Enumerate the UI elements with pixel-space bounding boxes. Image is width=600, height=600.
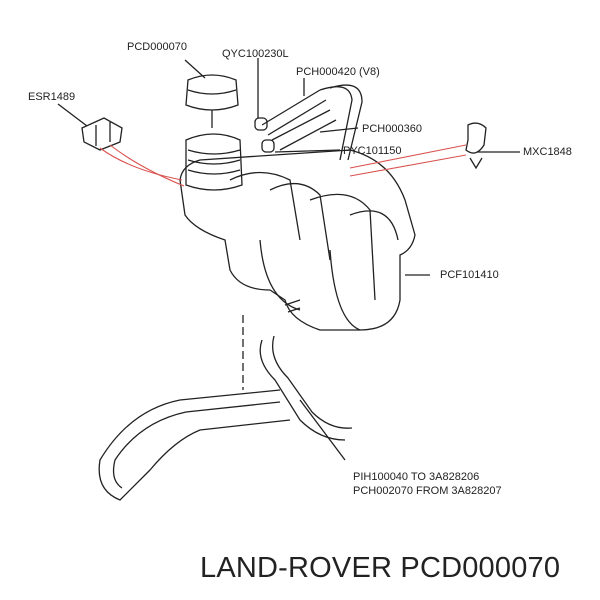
clip-right-drawing [465,122,487,154]
label-clip-right: MXC1848 [523,146,572,158]
label-tank: PCF101410 [440,269,499,281]
hose-upper-drawing [259,335,353,441]
label-clip-small: PYC101150 [343,145,402,157]
leader-bottom-hose [299,399,346,461]
label-bottom-hose-1: PIH100040 TO 3A828206 [353,471,480,483]
label-hose-small: PCH000360 [362,123,422,135]
leader-clip-left [57,103,88,127]
leader-hose-small [319,127,359,133]
leader-cap [184,59,206,79]
tank-drawing [179,149,416,331]
mount-lines [99,144,467,187]
label-hose-v8: PCH000420 (V8) [296,66,380,78]
cap-drawing [185,74,239,111]
clip-left-drawing [81,117,123,151]
leader-clip-small [274,149,341,153]
label-bottom-hose-2: PCH002070 FROM 3A828207 [353,485,502,497]
label-hose-clip: QYC100230L [222,48,289,60]
brand-part-number: LAND-ROVER PCD000070 [200,552,561,584]
label-clip-left: ESR1489 [28,91,76,103]
hose-lower-drawing [98,389,291,501]
label-cap: PCD000070 [127,41,187,53]
